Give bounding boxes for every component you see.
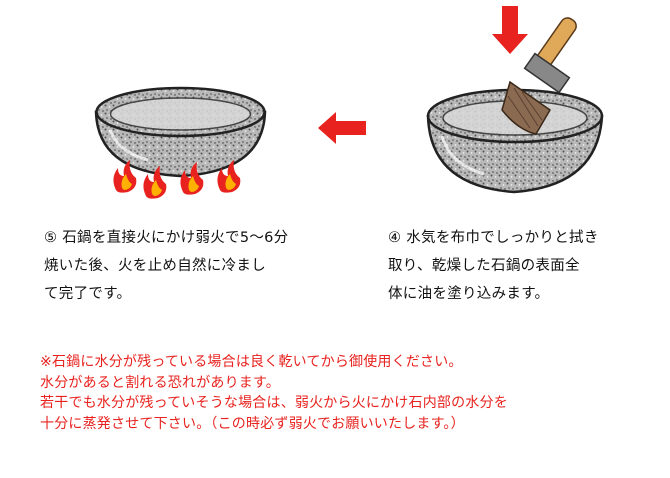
step-4-line-3: 体に油を塗り込みます。 xyxy=(388,286,550,302)
warning-note-line: ※石鍋に水分が残っている場合は良く乾いてから御使用ください。 xyxy=(40,354,463,370)
down-arrow-icon xyxy=(492,6,528,54)
step-5-line-2: 焼いた後、火を止め自然に冷まし xyxy=(44,258,266,274)
warning-note: ※石鍋に水分が残っている場合は良く乾いてから御使用ください。 水分があると割れる… xyxy=(40,352,660,434)
stone-pot-with-brush-illustration xyxy=(426,6,604,194)
flame-icon xyxy=(217,160,241,193)
warning-note-line: 若干でも水分が残っていそうな場合は、弱火から火にかけ石内部の水分を xyxy=(40,395,508,411)
brush-icon xyxy=(501,17,577,135)
step-5-line-1: ⑤ 石鍋を直接火にかけ弱火で5〜6分 xyxy=(44,230,289,246)
step-4-instructions: ④ 水気を布巾でしっかりと拭き 取り、乾燥した石鍋の表面全 体に油を塗り込みます… xyxy=(388,224,660,308)
flame-icon xyxy=(180,162,204,195)
warning-note-line: 十分に蒸発させて下さい。（この時必ず弱火でお願いいたします。） xyxy=(40,415,465,432)
step-5-instructions: ⑤ 石鍋を直接火にかけ弱火で5〜6分 焼いた後、火を止め自然に冷まし て完了です… xyxy=(44,224,344,308)
stone-pot-icon xyxy=(94,86,267,178)
warning-note-line: 水分があると割れる恐れがあります。 xyxy=(40,374,280,391)
step-4-line-1: ④ 水気を布巾でしっかりと拭き xyxy=(388,230,599,246)
stone-pot-on-fire-illustration xyxy=(94,86,267,199)
flame-icon xyxy=(113,160,137,193)
flame-icon xyxy=(143,166,167,199)
step-5-number: ⑤ xyxy=(44,230,58,246)
left-arrow-icon xyxy=(318,112,366,144)
step-5-line-3: て完了です。 xyxy=(44,286,132,302)
step-4-number: ④ xyxy=(388,230,402,246)
step-4-line-2: 取り、乾燥した石鍋の表面全 xyxy=(388,258,580,274)
